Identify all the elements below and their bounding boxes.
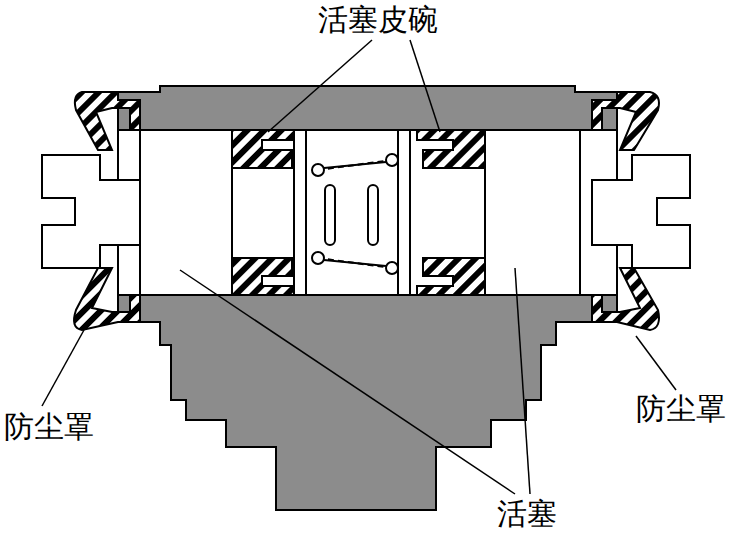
dust-boot <box>592 92 659 150</box>
part-label: 活塞皮碗 <box>318 3 438 36</box>
spring-seat <box>398 130 410 295</box>
leader-line <box>268 40 372 132</box>
dust-boot <box>592 268 659 330</box>
spring-guide <box>368 185 378 245</box>
part-label: 防尘罩 <box>4 410 94 443</box>
piston <box>485 130 580 295</box>
part-label: 防尘罩 <box>636 392 726 425</box>
leader-line <box>515 268 530 494</box>
spring-seat <box>294 130 306 295</box>
leader-line <box>636 336 676 390</box>
piston-cup-section <box>417 258 485 295</box>
push-rod <box>592 155 690 268</box>
leader-line <box>42 330 84 406</box>
piston <box>140 130 232 295</box>
piston-cup-section <box>232 130 298 168</box>
spring-guide <box>325 185 335 245</box>
return-spring <box>294 130 410 295</box>
cylinder-bore <box>118 130 617 295</box>
push-rod <box>42 155 140 268</box>
body-mount <box>118 295 617 510</box>
dust-boot <box>75 92 140 150</box>
body-top-wall <box>118 86 617 130</box>
leader-lines <box>42 40 676 494</box>
piston-cup-section <box>232 258 298 295</box>
leader-line <box>410 40 440 132</box>
cylinder-body <box>118 86 617 510</box>
dust-boot <box>74 268 140 330</box>
leader-line <box>180 270 515 494</box>
piston-cup-section <box>417 130 485 168</box>
part-label: 活塞 <box>497 497 557 530</box>
